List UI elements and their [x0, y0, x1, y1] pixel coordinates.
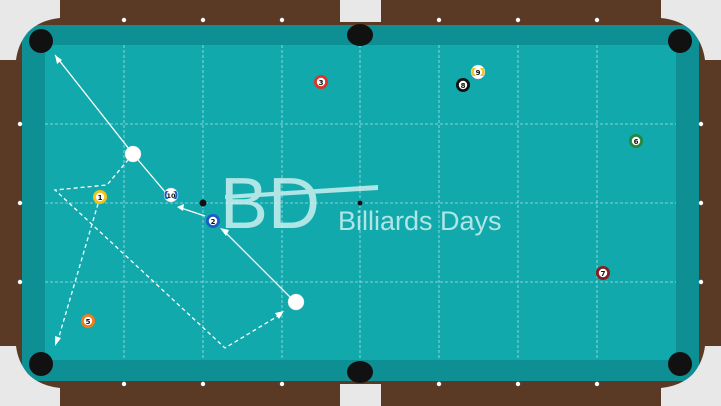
ball-1: 1	[93, 190, 107, 204]
ball-6: 6	[629, 134, 643, 148]
dashed-paths	[53, 153, 279, 349]
cue-path-solid	[54, 54, 134, 155]
pocket-top-right	[668, 29, 692, 53]
pocket-bottom-left	[29, 352, 53, 376]
svg-text:3: 3	[319, 79, 324, 87]
svg-text:5: 5	[86, 318, 91, 326]
ball-5: 5	[81, 314, 95, 328]
logo-watermark: BD Billiards Days	[220, 164, 502, 244]
svg-text:8: 8	[461, 82, 466, 90]
cue-path-to-two	[224, 231, 296, 303]
ball-10: 10	[163, 187, 179, 203]
ball-3: 3	[314, 75, 328, 89]
logo-monogram: BD	[220, 164, 320, 244]
svg-text:9: 9	[476, 69, 481, 77]
head-spot	[199, 199, 207, 207]
logo-text: Billiards Days	[338, 206, 502, 236]
shot-paths	[53, 54, 296, 349]
cue-path-to-ten	[132, 153, 167, 194]
ball-8: 8	[456, 78, 470, 92]
svg-text:1: 1	[98, 194, 103, 202]
ball-2: 2	[206, 214, 220, 228]
pocket-top-middle	[347, 24, 373, 46]
svg-text:6: 6	[634, 138, 639, 146]
svg-text:7: 7	[601, 270, 606, 278]
svg-text:2: 2	[211, 218, 216, 226]
pocket-bottom-middle	[347, 361, 373, 383]
rail-diamonds	[17, 17, 704, 387]
center-spot	[357, 200, 363, 206]
ball-9: 9	[470, 64, 486, 80]
two-ball-path	[180, 207, 206, 217]
pocket-bottom-right	[668, 352, 692, 376]
balls: 1 2 3 5 6 7 8	[81, 64, 643, 328]
svg-text:10: 10	[166, 192, 176, 200]
pocket-top-left	[29, 29, 53, 53]
ball-7: 7	[596, 266, 610, 280]
cue-ball-ghost	[124, 145, 142, 163]
logo-cue-stick	[225, 185, 378, 199]
cue-ball	[287, 293, 305, 311]
pockets	[29, 24, 692, 383]
